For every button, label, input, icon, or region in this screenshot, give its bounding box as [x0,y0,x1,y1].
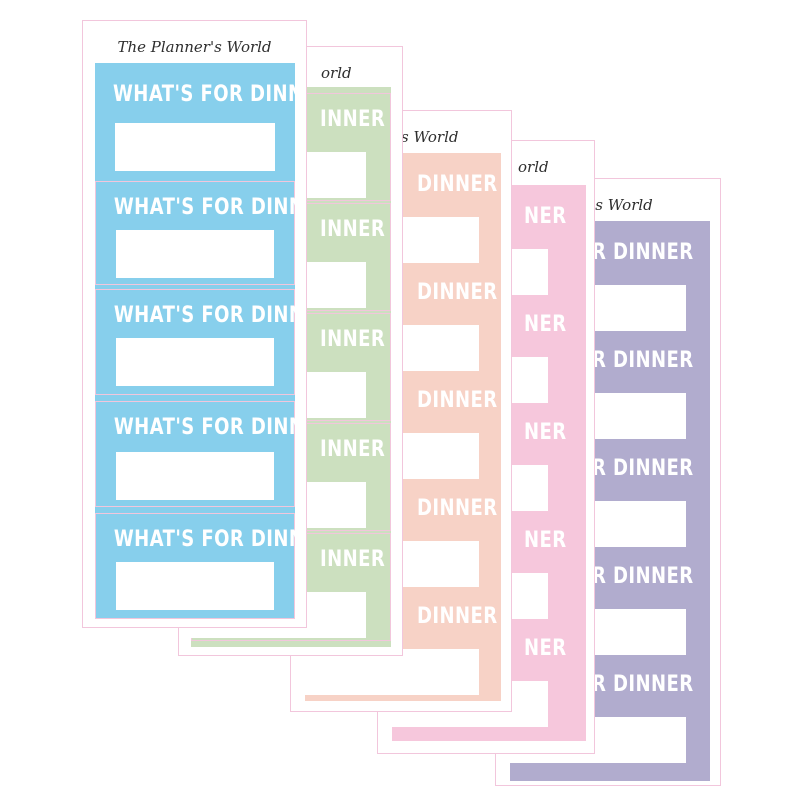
sticker-label: INNER [320,327,386,352]
brand-text: The Planner's World [117,38,272,56]
sticker-label: NER [524,420,567,445]
sticker-label: NER [524,528,567,553]
write-in-box [116,562,274,610]
sticker-label: R DINNER [592,348,694,373]
brand-text: r's World [584,196,653,214]
sticker-label: R DINNER [592,564,694,589]
sticker-block: DINNER [291,591,501,699]
sticker-block: WHAT'S FOR DINNER [95,181,306,285]
brand-text: s World [401,128,459,146]
sticker-block: WHAT'S FOR DINNER [95,401,306,507]
brand-text: orld [321,64,352,82]
write-in-box [115,123,275,171]
sticker-label: WHAT'S FOR DINNER [113,195,306,220]
sticker-block: WHAT'S FOR DINNER [95,69,306,177]
write-in-box [291,649,479,695]
sticker-label: INNER [320,107,386,132]
sticker-label: WHAT'S FOR DINNER [113,82,306,107]
sticker-label: R DINNER [592,672,694,697]
sticker-label: WHAT'S FOR DINNER [113,527,306,552]
sticker-label: NER [524,204,567,229]
sticker-panel: WHAT'S FOR DINNER WHAT'S FOR DINNER WHAT… [95,63,306,619]
sticker-label: INNER [320,547,386,572]
sticker-label: INNER [320,437,386,462]
sticker-label: DINNER [417,280,498,305]
sticker-label: R DINNER [592,240,694,265]
sticker-label: R DINNER [592,456,694,481]
sticker-label: INNER [320,217,386,242]
sticker-label: NER [524,312,567,337]
sticker-block: WHAT'S FOR DINNER [95,513,306,619]
sticker-sheet-blue: The Planner's World WHAT'S FOR DINNER WH… [82,20,307,628]
write-in-box [116,452,274,500]
sticker-label: DINNER [417,388,498,413]
sticker-label: DINNER [417,172,498,197]
sticker-label: WHAT'S FOR DINNER [113,303,306,328]
write-in-box [116,338,274,386]
write-in-box [116,230,274,278]
sticker-label: DINNER [417,496,498,521]
brand-text: orld [518,158,549,176]
sticker-label: WHAT'S FOR DINNER [113,415,306,440]
sticker-label: DINNER [417,604,498,629]
sticker-block: WHAT'S FOR DINNER [95,289,306,395]
sticker-label: NER [524,636,567,661]
